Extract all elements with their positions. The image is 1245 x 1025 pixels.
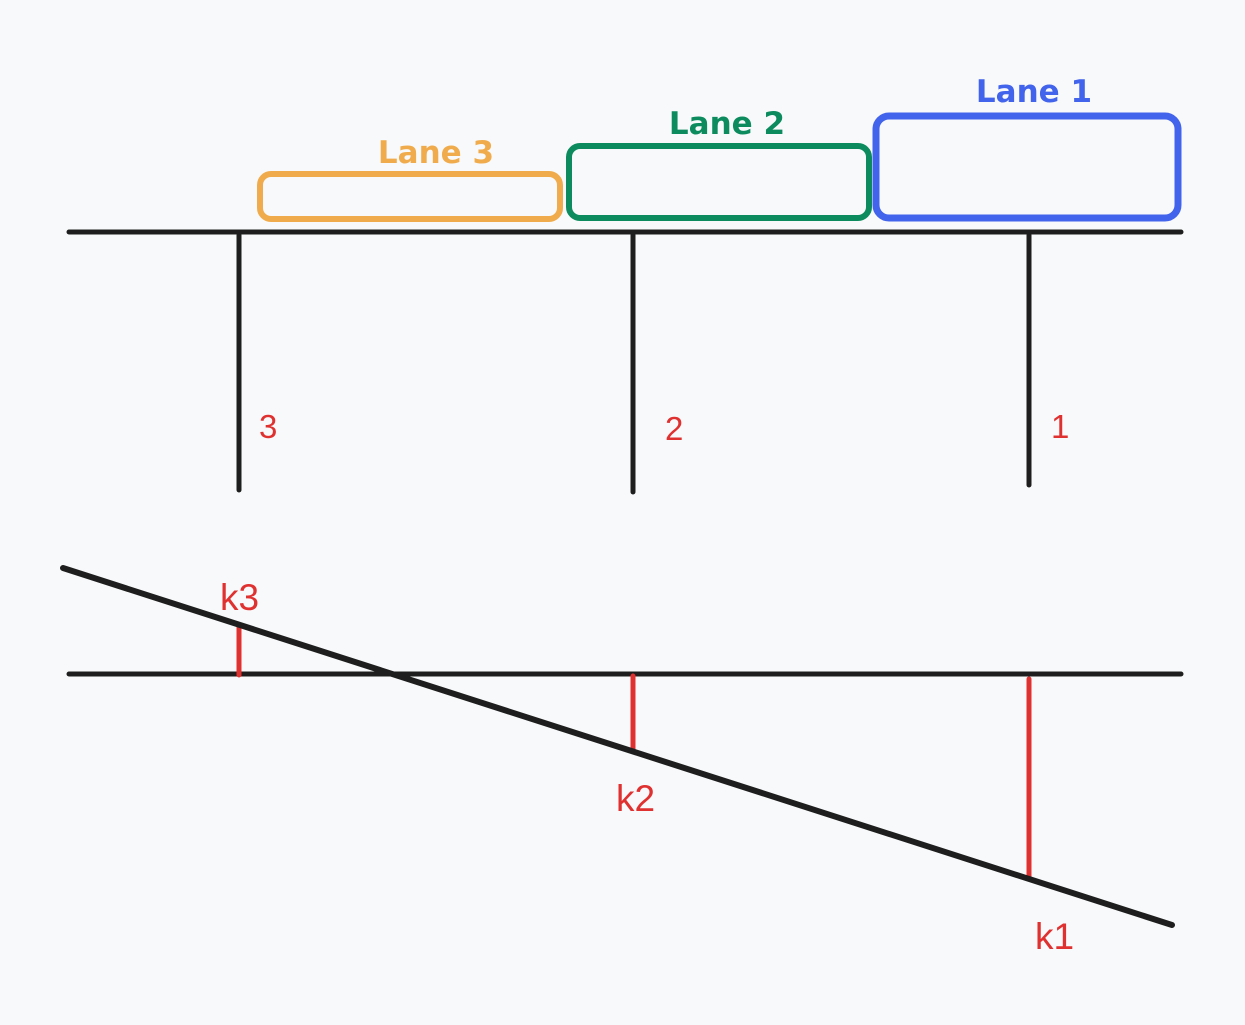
post-1-label: 1 [1051, 408, 1069, 445]
lane-2-box [566, 143, 872, 221]
lane-3-label: Lane 3 [378, 135, 494, 171]
lane-1-label: Lane 1 [976, 74, 1092, 110]
post-3-label: 3 [259, 408, 277, 445]
diagonal-line [60, 565, 1175, 928]
tick-k2-label: k2 [616, 778, 655, 819]
tick-k3-label: k3 [220, 577, 259, 618]
post-2-label: 2 [665, 410, 683, 447]
lane-3-box [257, 171, 563, 222]
lane-2-label: Lane 2 [669, 106, 785, 142]
tick-k1-label: k1 [1035, 916, 1074, 957]
lane-1-box [872, 112, 1182, 222]
